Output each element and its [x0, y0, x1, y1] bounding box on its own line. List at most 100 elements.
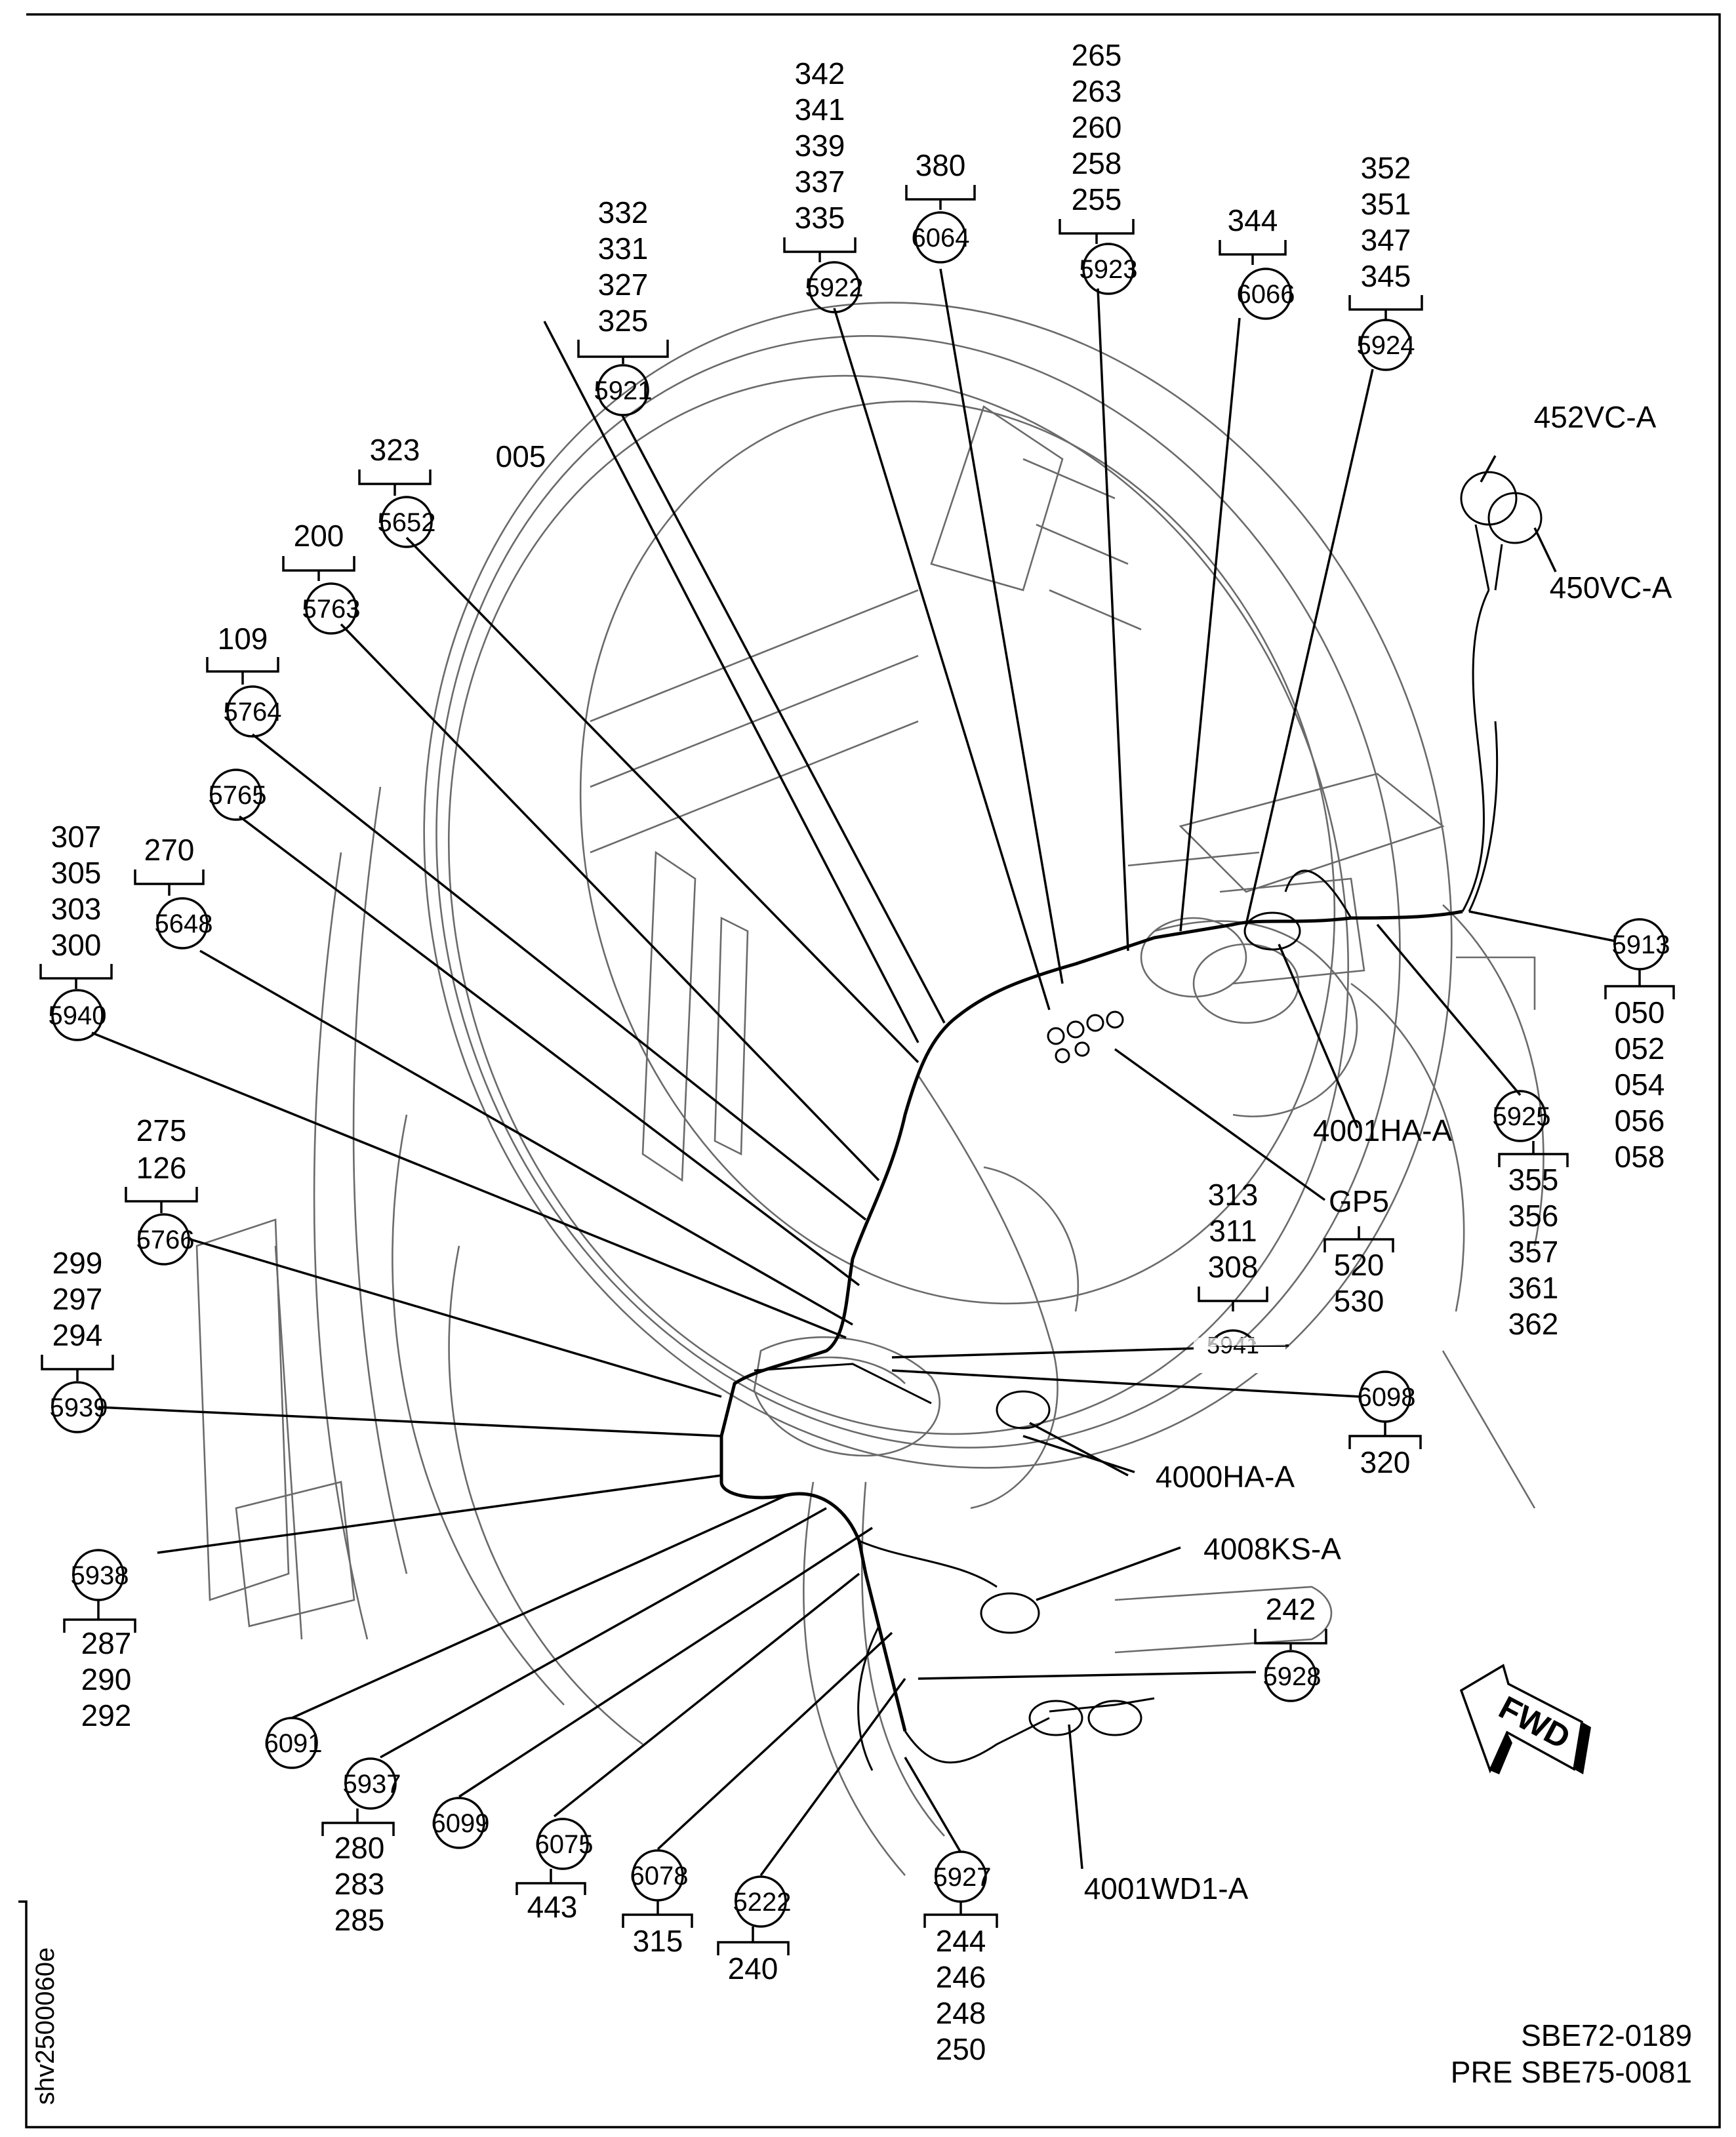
- callout-5921: 332 331 327 325 5921: [577, 195, 669, 416]
- item-label: 056: [1615, 1104, 1665, 1138]
- callout-6098: 6098 320: [1348, 1370, 1422, 1479]
- item-label: 325: [598, 304, 649, 338]
- callout-6091: 6091: [264, 1717, 323, 1769]
- callout-bubble: [380, 496, 433, 548]
- callout-5922: 342 341 339 337 335 5922: [783, 56, 863, 313]
- callout-number: 5763: [302, 595, 361, 624]
- callout-number: 5940: [49, 1001, 107, 1030]
- item-label: 357: [1508, 1235, 1559, 1269]
- item-label: 342: [795, 56, 845, 90]
- item-label: 313: [1208, 1178, 1259, 1212]
- item-label: 240: [728, 1951, 778, 1986]
- callout-number: 6075: [535, 1830, 594, 1859]
- callout-bubble: [808, 261, 860, 313]
- item-label: 341: [795, 92, 845, 127]
- item-label: 270: [144, 833, 195, 867]
- callout-5941: 313 311 308 5941: [1194, 1178, 1285, 1373]
- callout-number: 5939: [50, 1393, 108, 1422]
- callout-5923: 265 263 260 258 255 5923: [1059, 38, 1138, 295]
- callout-bubble: [1240, 268, 1292, 320]
- item-label: 311: [1209, 1214, 1257, 1248]
- item-label: 294: [52, 1318, 103, 1352]
- callout-bubble: [597, 364, 649, 416]
- callout-5939: 299 297 294 5939: [41, 1246, 114, 1433]
- item-label: 344: [1228, 203, 1278, 237]
- callout-number: 6091: [264, 1729, 323, 1758]
- callout-number: 5923: [1080, 255, 1138, 284]
- item-label: 345: [1361, 259, 1411, 293]
- item-label: 109: [218, 622, 268, 656]
- callout-6066: 344 6066: [1219, 203, 1295, 320]
- callout-number: 5921: [594, 376, 653, 405]
- item-label: 351: [1361, 187, 1411, 221]
- callout-5913: 5913 050 052 054 056 058: [1604, 918, 1675, 1174]
- item-label: 308: [1208, 1250, 1259, 1284]
- item-label: 297: [52, 1282, 103, 1316]
- callout-bubble: [51, 989, 104, 1041]
- callout-bubble: [51, 1381, 104, 1433]
- item-label: 299: [52, 1246, 103, 1280]
- callout-5765: 5765: [209, 769, 267, 821]
- connector-452VC-A: 452VC-A: [1534, 400, 1657, 434]
- callout-6064: 380 6064: [905, 148, 976, 264]
- callout-bubble: [735, 1875, 787, 1928]
- item-label: 305: [51, 856, 102, 890]
- callout-number: 6066: [1237, 280, 1295, 309]
- callout-5222: 5222 240: [717, 1875, 791, 1986]
- item-label: 246: [936, 1960, 986, 1994]
- callout-number: 5927: [933, 1863, 992, 1892]
- callout-6099: 6099: [432, 1797, 490, 1849]
- callout-number: 5765: [209, 781, 267, 810]
- callout-number: 5937: [343, 1770, 401, 1799]
- callout-bubble: [1082, 243, 1135, 295]
- callout-bubble: [266, 1717, 318, 1769]
- item-label: 250: [936, 2032, 986, 2066]
- callout-5937: 5937 280 283 285: [321, 1757, 401, 1937]
- item-label: 287: [81, 1626, 132, 1660]
- item-label: 285: [334, 1903, 385, 1937]
- callout-number: 5924: [1357, 331, 1415, 360]
- callout-bubble: [536, 1818, 589, 1870]
- item-label: 054: [1615, 1068, 1665, 1102]
- callout-bubble: [305, 582, 357, 635]
- item-label: 248: [936, 1996, 986, 2030]
- callout-5940: 307 305 303 300 5940: [39, 820, 113, 1041]
- callout-bubble: [226, 685, 279, 738]
- callout-5652: 323 5652: [358, 433, 435, 548]
- callout-number: 5925: [1493, 1102, 1551, 1131]
- callout-bubble: [156, 897, 209, 949]
- item-label: 052: [1615, 1031, 1665, 1066]
- item-label: 283: [334, 1867, 385, 1901]
- diagram-frame: [18, 13, 1721, 2128]
- callout-5763: 200 5763: [282, 519, 361, 635]
- item-label: 323: [370, 433, 420, 467]
- callout-bubble: [344, 1757, 397, 1810]
- item-label: 361: [1508, 1271, 1559, 1305]
- leader-lines: [91, 268, 1615, 1877]
- item-label: 335: [795, 201, 845, 235]
- callout-number: 6099: [432, 1809, 490, 1838]
- callout-5928: 242 5928: [1254, 1592, 1327, 1702]
- item-label: 242: [1266, 1592, 1316, 1626]
- connector-005: 005: [496, 439, 546, 473]
- item-label: 290: [81, 1662, 132, 1696]
- item-label: 292: [81, 1698, 132, 1732]
- item-label: 332: [598, 195, 649, 230]
- item-label: 244: [936, 1924, 986, 1958]
- callout-5924: 352 351 347 345 5924: [1348, 151, 1423, 371]
- item-label: 300: [51, 928, 102, 962]
- item-label: 255: [1072, 182, 1122, 216]
- harness-trunk: [719, 471, 1543, 1771]
- item-label: 126: [136, 1151, 187, 1185]
- note-line-2: PRE SBE75-0081: [1451, 2055, 1692, 2089]
- callout-number: 5764: [224, 698, 282, 727]
- connector-450VC-A: 450VC-A: [1550, 570, 1672, 605]
- callout-bubble: [210, 769, 262, 821]
- callout-5938: 5938 287 290 292: [63, 1549, 136, 1732]
- item-label: 337: [795, 165, 845, 199]
- note-line-1: SBE72-0189: [1521, 2018, 1692, 2052]
- item-label: 275: [136, 1113, 187, 1148]
- sheet-id: shv2500060e: [31, 1947, 60, 2105]
- connector-GP5: GP5: [1329, 1184, 1389, 1218]
